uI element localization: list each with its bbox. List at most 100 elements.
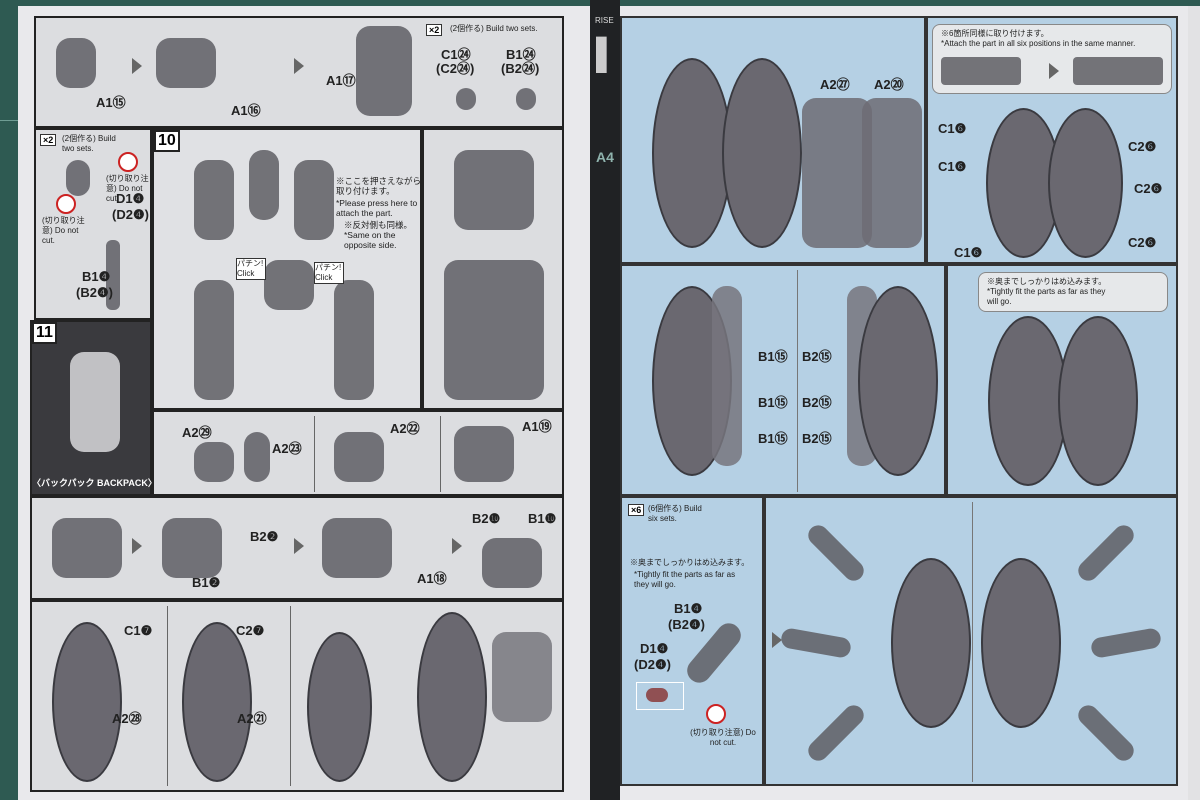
model-part-illustration — [1073, 57, 1163, 85]
step-arrow-icon — [452, 538, 462, 554]
model-part-illustration — [804, 701, 868, 765]
decoration — [0, 120, 20, 121]
instruction-note: (切り取り注意) Do not cut. — [106, 174, 149, 203]
model-part-illustration — [1089, 627, 1163, 659]
step-row-2-pegs: B1⑮ B1⑮ B1⑮ B2⑮ B2⑮ B2⑮ — [620, 264, 946, 496]
part-label: (B2❹) — [668, 617, 705, 632]
model-part-illustration — [862, 98, 922, 248]
next-page-edge — [1188, 6, 1200, 800]
model-part-illustration — [444, 260, 544, 400]
step-10-panel: 10 ※ここを押さえながら取り付けます。 *Please press here … — [152, 128, 422, 410]
step-arrow-icon — [132, 538, 142, 554]
part-label: C2❻ — [1128, 139, 1157, 154]
model-part-illustration — [802, 98, 872, 248]
shell-part-illustration — [891, 558, 971, 728]
shell-part-illustration — [652, 58, 732, 248]
part-label: B1❹ — [674, 601, 703, 616]
part-label: B1㉔ — [506, 47, 536, 62]
part-label: A1⑰ — [326, 73, 356, 88]
divider — [440, 416, 441, 492]
part-label: A2㉓ — [272, 441, 302, 456]
step-row-3-assembled — [764, 496, 1178, 786]
shell-part-illustration — [1058, 316, 1138, 486]
instruction-note: パチン! Click — [314, 262, 344, 284]
shell-part-illustration — [722, 58, 802, 248]
build-count-badge: ×6 — [628, 504, 645, 516]
part-label: (B2㉔) — [501, 61, 540, 76]
step-arrow-icon — [294, 538, 304, 554]
divider — [314, 416, 315, 492]
instruction-note: (切り取り注意) Do not cut. — [42, 216, 85, 245]
model-part-illustration — [334, 432, 384, 482]
spine-brand: RISE — [595, 16, 614, 25]
part-label: (C2㉔) — [436, 61, 475, 76]
manual-cover-spine: RISE ▌ A4 — [590, 0, 620, 800]
model-part-illustration — [492, 632, 552, 722]
shell-part-illustration — [858, 286, 938, 476]
shell-part-illustration — [988, 316, 1068, 486]
part-label: C2❻ — [1128, 235, 1157, 250]
part-label: (D2❹) — [634, 657, 671, 672]
part-label: A1⑱ — [417, 571, 447, 586]
model-part-illustration — [249, 150, 279, 220]
do-not-cut-icon — [118, 152, 138, 172]
part-label: B1⑮ — [758, 431, 788, 446]
model-part-illustration — [516, 88, 536, 110]
model-part-illustration — [804, 521, 868, 585]
backpack-caption: 〈バックパック BACKPACK〉 — [32, 478, 157, 488]
step-row-3-fin-assembly: ×6 (6個作る) Build six sets. ※奥までしっかりはめ込みます… — [620, 496, 764, 786]
spine-side-label: A4 — [596, 149, 614, 165]
instruction-note: (6個作る) Build six sets. — [648, 504, 702, 523]
instruction-note: ※ここを押さえながら取り付けます。 — [336, 176, 422, 196]
divider — [972, 502, 973, 782]
instruction-note: ※奥までしっかりはめ込みます。 — [630, 558, 750, 567]
part-label: A2㉑ — [237, 711, 267, 726]
model-part-illustration — [156, 38, 216, 88]
step-arrow-icon — [294, 58, 304, 74]
model-part-illustration — [322, 518, 392, 578]
divider — [167, 606, 168, 786]
instruction-note: ※6箇所同様に取り付けます。 — [941, 29, 1049, 38]
shell-part-illustration — [182, 622, 252, 782]
divider — [290, 606, 291, 786]
step-row-4: B2❷ B1❷ A1⑱ B2❿ B1❿ — [30, 496, 564, 600]
shell-part-illustration — [1048, 108, 1123, 258]
instruction-note: *Attach the part in all six positions in… — [941, 39, 1136, 48]
model-part-illustration — [244, 432, 270, 482]
instruction-note: ※奥までしっかりはめ込みます。 — [987, 277, 1107, 286]
model-part-illustration — [482, 538, 542, 588]
part-label: B1❹ — [82, 269, 111, 284]
part-label: A2㉒ — [390, 421, 420, 436]
shell-part-illustration — [981, 558, 1061, 728]
step-11-backpack-panel: 11 〈バックパック BACKPACK〉 — [30, 320, 157, 496]
part-label: B2⑮ — [802, 395, 832, 410]
assembled-figure-panel — [422, 128, 564, 410]
part-label: B1⑮ — [758, 349, 788, 364]
model-part-illustration — [52, 518, 122, 578]
part-label: D1❹ — [640, 641, 669, 656]
model-part-illustration — [194, 442, 234, 482]
step-row-2-assembled: ※奥までしっかりはめ込みます。 *Tightly fit the parts a… — [946, 264, 1178, 496]
instruction-note: ※反対側も同様。 — [344, 220, 413, 230]
model-part-illustration — [941, 57, 1021, 85]
part-label: A1⑲ — [522, 419, 552, 434]
instruction-note: *Tightly fit the parts as far as they wi… — [634, 570, 736, 589]
model-part-illustration — [454, 426, 514, 482]
part-label: B1❿ — [528, 511, 557, 526]
part-label: A2㉗ — [820, 77, 850, 92]
step-arrow-icon — [772, 632, 782, 648]
model-part-illustration — [194, 160, 234, 240]
left-manual-page: A1⑮ A1⑯ A1⑰ ×2 (2個作る) Build two sets. C1… — [18, 6, 590, 800]
part-label: C1❻ — [938, 121, 967, 136]
build-count-badge: ×2 — [426, 24, 443, 36]
step-arrow-icon — [132, 58, 142, 74]
divider — [797, 270, 798, 492]
part-label: B1❷ — [192, 575, 221, 590]
model-part-illustration — [162, 518, 222, 578]
model-part-illustration — [56, 38, 96, 88]
part-label: C1❼ — [124, 623, 153, 638]
shell-part-illustration — [307, 632, 372, 782]
part-label: B2❷ — [250, 529, 279, 544]
step-row-3: A2㉙ A2㉓ A2㉒ A1⑲ — [152, 410, 564, 496]
step-row-5: C1❼ A2㉘ C2❼ A2㉑ — [30, 600, 564, 792]
